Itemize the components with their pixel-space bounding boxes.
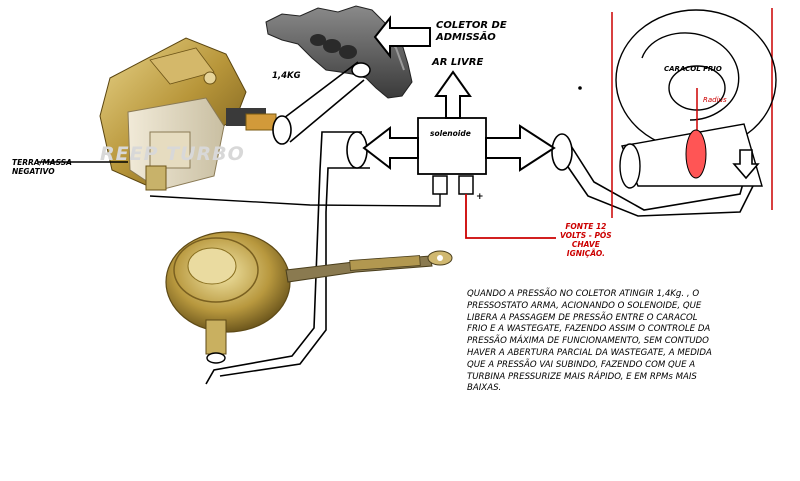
manifold-pointer-arrow	[373, 15, 431, 59]
power-source-label: FONTE 12 VOLTS - PÓS CHAVE IGNIÇÃO.	[560, 222, 612, 258]
left-flow-arrow	[362, 125, 419, 171]
wastegate-actuator	[165, 231, 453, 364]
intake-manifold	[265, 5, 413, 99]
solenoid-label: solenoide	[430, 129, 471, 138]
intake-manifold-label: COLETOR DE ADMISSÃO	[436, 20, 507, 43]
compressor-housing-label: CARACOL FRIO	[664, 65, 722, 73]
watermark-text: REEP TURBO	[100, 143, 245, 165]
power-plus-label: +	[476, 192, 484, 202]
ground-label: TERRA/MASSA NEGATIVO	[12, 158, 72, 176]
pressure-switch	[99, 37, 277, 191]
power-wire	[465, 194, 556, 239]
vent-arrow	[434, 70, 472, 119]
solenoid	[417, 117, 487, 195]
right-flow-arrow	[485, 124, 556, 172]
ground-wire	[38, 161, 441, 207]
vent-label: AR LIVRE	[432, 57, 484, 68]
pressure-setpoint-label: 1,4KG	[272, 71, 301, 81]
operation-description: QUANDO A PRESSÃO NO COLETOR ATINGIR 1,4K…	[467, 289, 712, 394]
radius-label: Radius	[703, 96, 727, 104]
compressor-housing	[578, 8, 777, 218]
